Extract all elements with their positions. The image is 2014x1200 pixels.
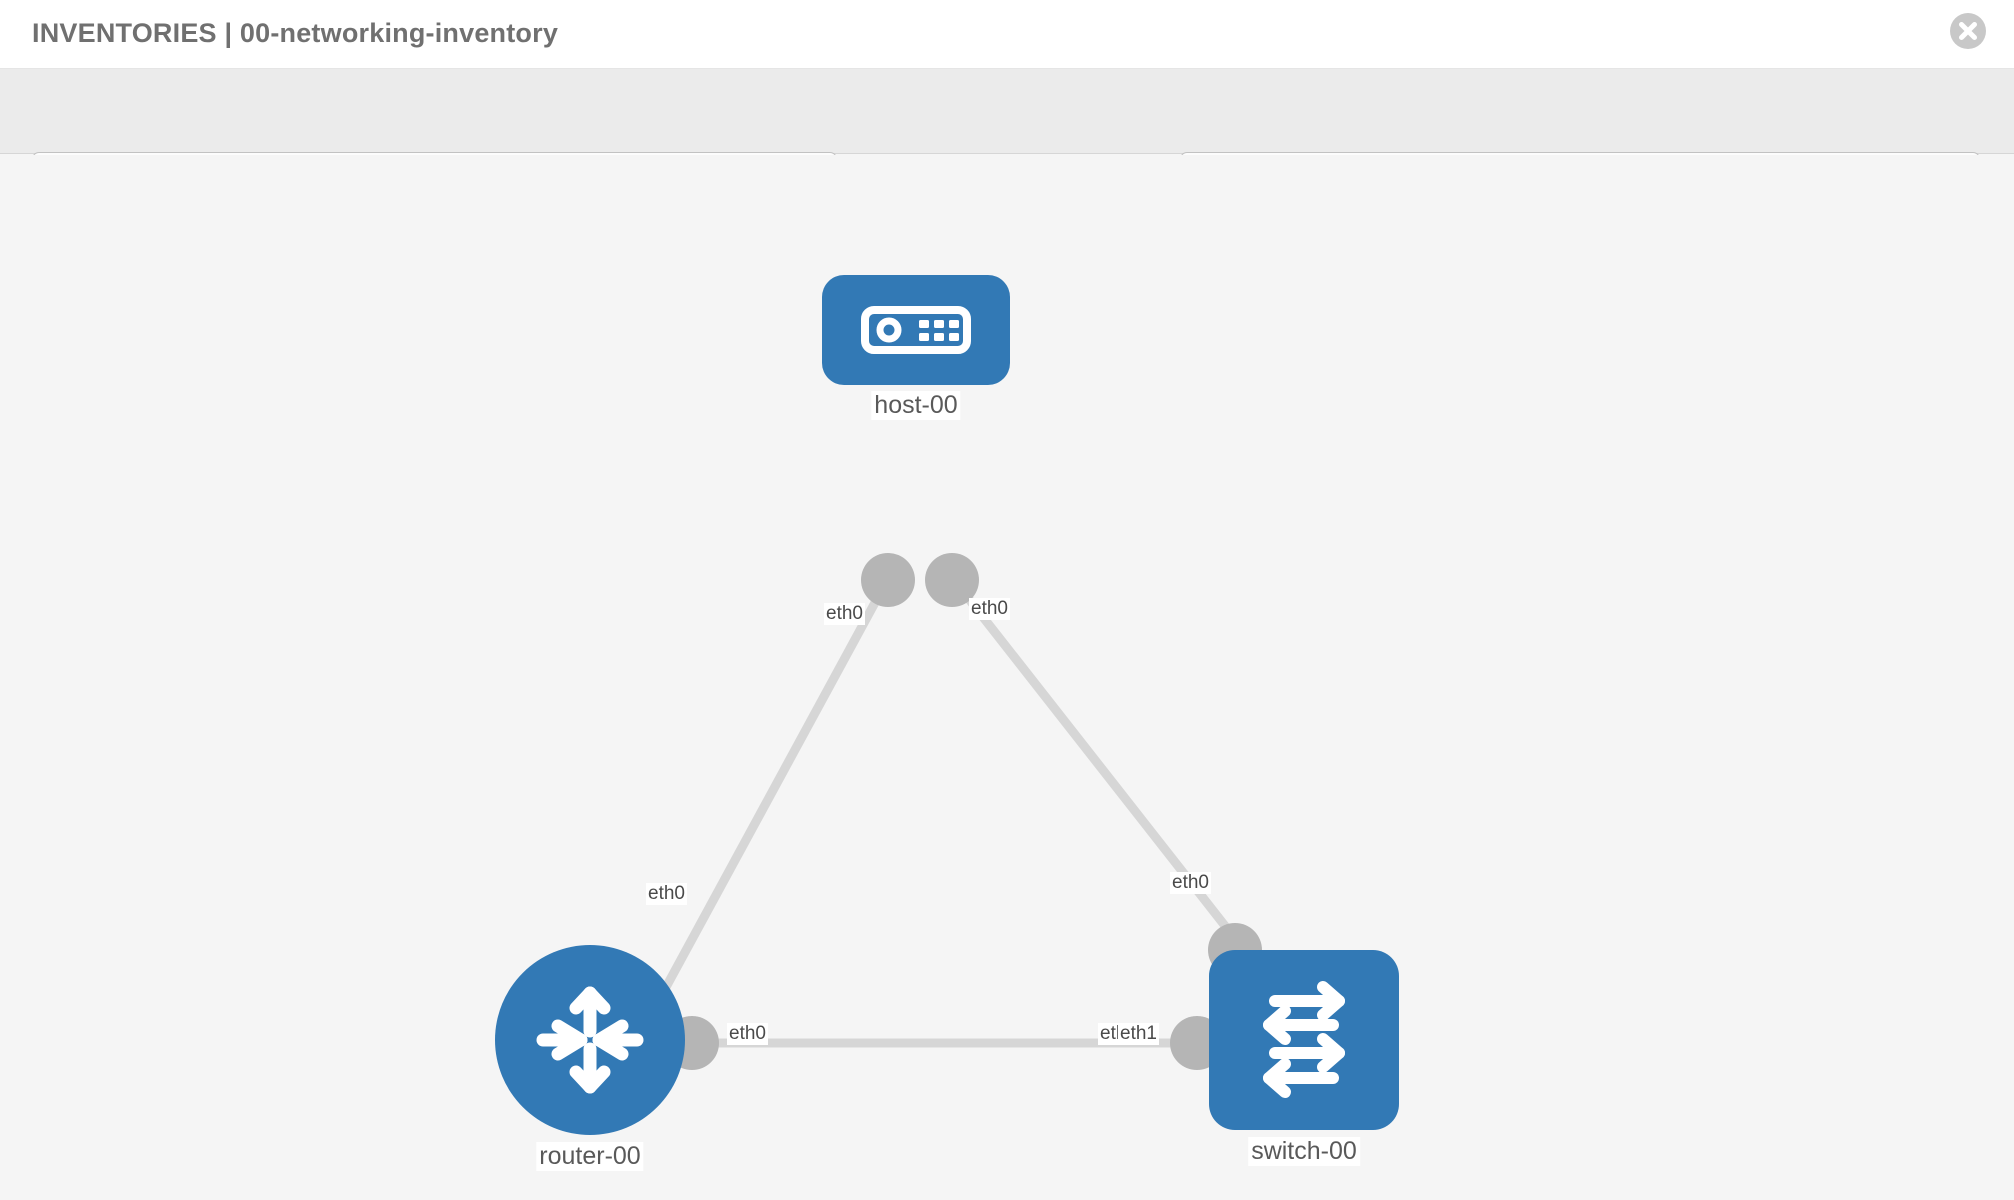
topology-canvas[interactable]: host-00 router-00	[0, 155, 2014, 1200]
interface-label-router-uplink-eth0: eth0	[646, 883, 687, 905]
topology-node-switch-00[interactable]: switch-00	[1209, 950, 1399, 1200]
interface-label-router-eth0: eth0	[727, 1023, 768, 1045]
switch-arrows-icon	[1263, 981, 1345, 1098]
server-icon	[861, 306, 971, 354]
page-title: INVENTORIES | 00-networking-inventory	[32, 18, 559, 48]
interface-label-host-eth0-right: eth0	[969, 598, 1010, 620]
topology-node-host-00[interactable]: host-00	[822, 275, 1010, 425]
host-node-label: host-00	[871, 391, 961, 420]
interface-label-host-eth0-left: eth0	[824, 603, 865, 625]
host-node-shape[interactable]	[822, 275, 1010, 385]
link-host-router	[636, 572, 894, 1038]
close-icon[interactable]	[1950, 13, 1986, 49]
page-header: INVENTORIES | 00-networking-inventory	[0, 0, 2014, 69]
interface-nub-host-eth0-right[interactable]	[925, 553, 979, 607]
toolbar: ACTIONS SEARCH	[0, 69, 2014, 209]
switch-node-shape[interactable]	[1209, 950, 1399, 1130]
switch-node-label: switch-00	[1248, 1137, 1360, 1166]
router-arrows-icon	[536, 986, 644, 1094]
interface-label-switch-eth1: eth1	[1118, 1023, 1159, 1045]
close-icon-glyph	[1959, 22, 1977, 40]
router-node-label: router-00	[536, 1142, 644, 1171]
interface-label-switch-uplink-eth0: eth0	[1170, 872, 1211, 894]
router-node-shape[interactable]	[495, 945, 685, 1135]
interface-nub-host-eth0-left[interactable]	[861, 553, 915, 607]
topology-node-router-00[interactable]: router-00	[495, 945, 685, 1195]
